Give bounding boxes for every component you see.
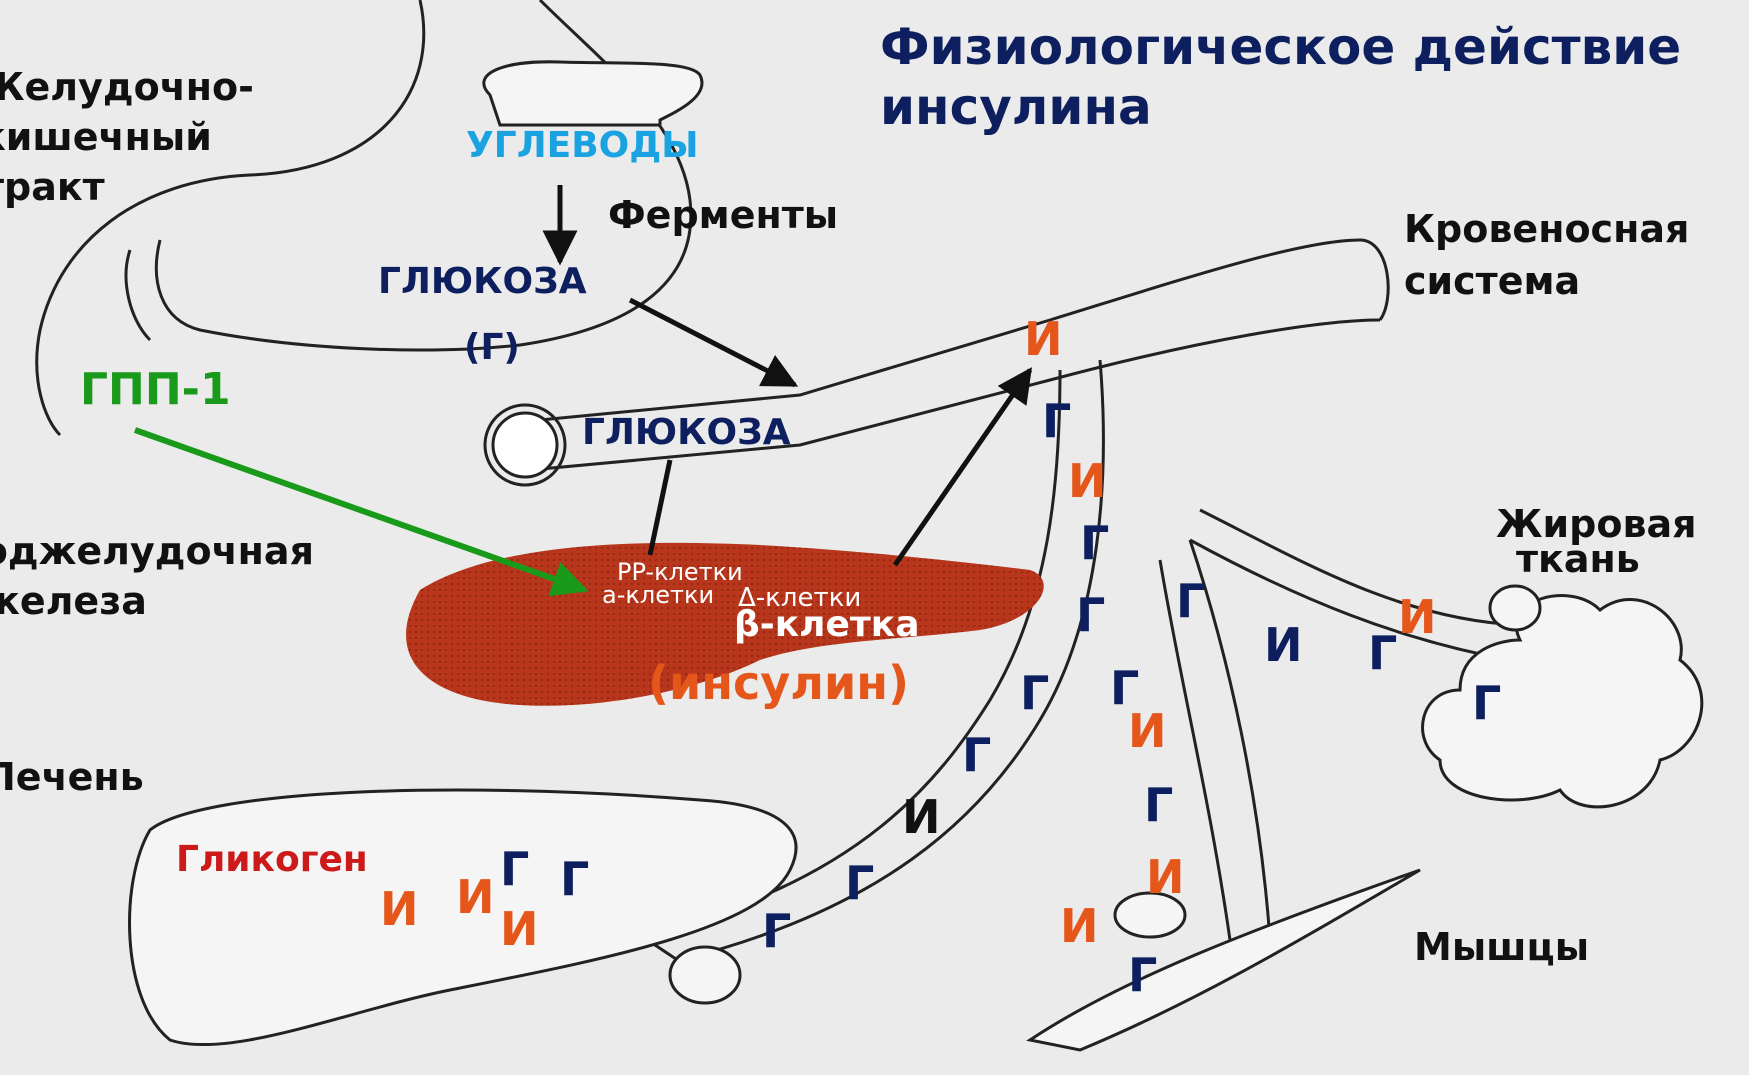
glucose-to-blood-arrow (630, 300, 795, 385)
glucose-letter: Г (762, 908, 791, 954)
a-cells-label: а-клетки (602, 583, 714, 607)
insulin-letter: И (1024, 316, 1063, 362)
glucose-letter: Г (1176, 578, 1205, 624)
glucose-letter: Г (1144, 782, 1173, 828)
insulin-letter: И (380, 886, 419, 932)
insulin-letter: И (1128, 708, 1167, 754)
carbs-label: УГЛЕВОДЫ (466, 128, 699, 164)
pancreas-label-2: железа (0, 582, 147, 620)
glucose-letter: Г (962, 732, 991, 778)
glucose-letter: Г (1128, 952, 1157, 998)
glucose-label-1: ГЛЮКОЗА (378, 264, 587, 300)
pancreas-label-1: Поджелудочная (0, 532, 314, 570)
glucose-letter: Г (1080, 520, 1109, 566)
insulin-letter: И (500, 906, 539, 952)
insulin-letter: И (456, 874, 495, 920)
glucose-to-pancreas-arrow (650, 460, 670, 555)
glucose-abbrev-label: (Г) (464, 330, 520, 366)
glucose-letter: Г (500, 846, 529, 892)
gi-tract-label-1: Желудочно- (0, 68, 254, 106)
bread-icon (484, 62, 702, 125)
glucose-letter: Г (1042, 398, 1071, 444)
glucose-letter: Г (1472, 680, 1501, 726)
blood-system-label-2: система (1404, 262, 1580, 300)
liver-label: Печень (0, 758, 144, 796)
insulin-letter: И (1398, 594, 1437, 640)
gi-tract-label-2: кишечный (0, 118, 212, 156)
gi-tract-label-3: тракт (0, 168, 105, 206)
fat-tissue-label-2: ткань (1516, 540, 1640, 578)
beta-cell-label: β-клетка (734, 607, 920, 643)
insulin-letter: И (902, 794, 941, 840)
glucose-letter: Г (845, 860, 874, 906)
insulin-letter: И (1060, 903, 1099, 949)
insulin-label: (инсулин) (648, 660, 909, 706)
glucose-label-2: ГЛЮКОЗА (582, 415, 791, 451)
page-title-line1: Физиологическое действие (880, 22, 1681, 72)
glucose-letter: Г (1368, 630, 1397, 676)
page-title-line2: инсулина (880, 82, 1152, 132)
glp1-label: ГПП-1 (80, 368, 231, 412)
blood-system-label-1: Кровеносная (1404, 210, 1689, 248)
insulin-release-arrow (895, 370, 1030, 565)
enzymes-label: Ферменты (608, 196, 838, 234)
insulin-letter: И (1068, 458, 1107, 504)
insulin-letter: И (1146, 854, 1185, 900)
muscle-shape (1030, 870, 1420, 1050)
muscle-label: Мышцы (1414, 928, 1589, 966)
glucose-letter: Г (1076, 592, 1105, 638)
insulin-letter: И (1264, 622, 1303, 668)
glucose-letter: Г (560, 856, 589, 902)
glucose-letter: Г (1020, 670, 1049, 716)
glycogen-label: Гликоген (176, 842, 368, 878)
